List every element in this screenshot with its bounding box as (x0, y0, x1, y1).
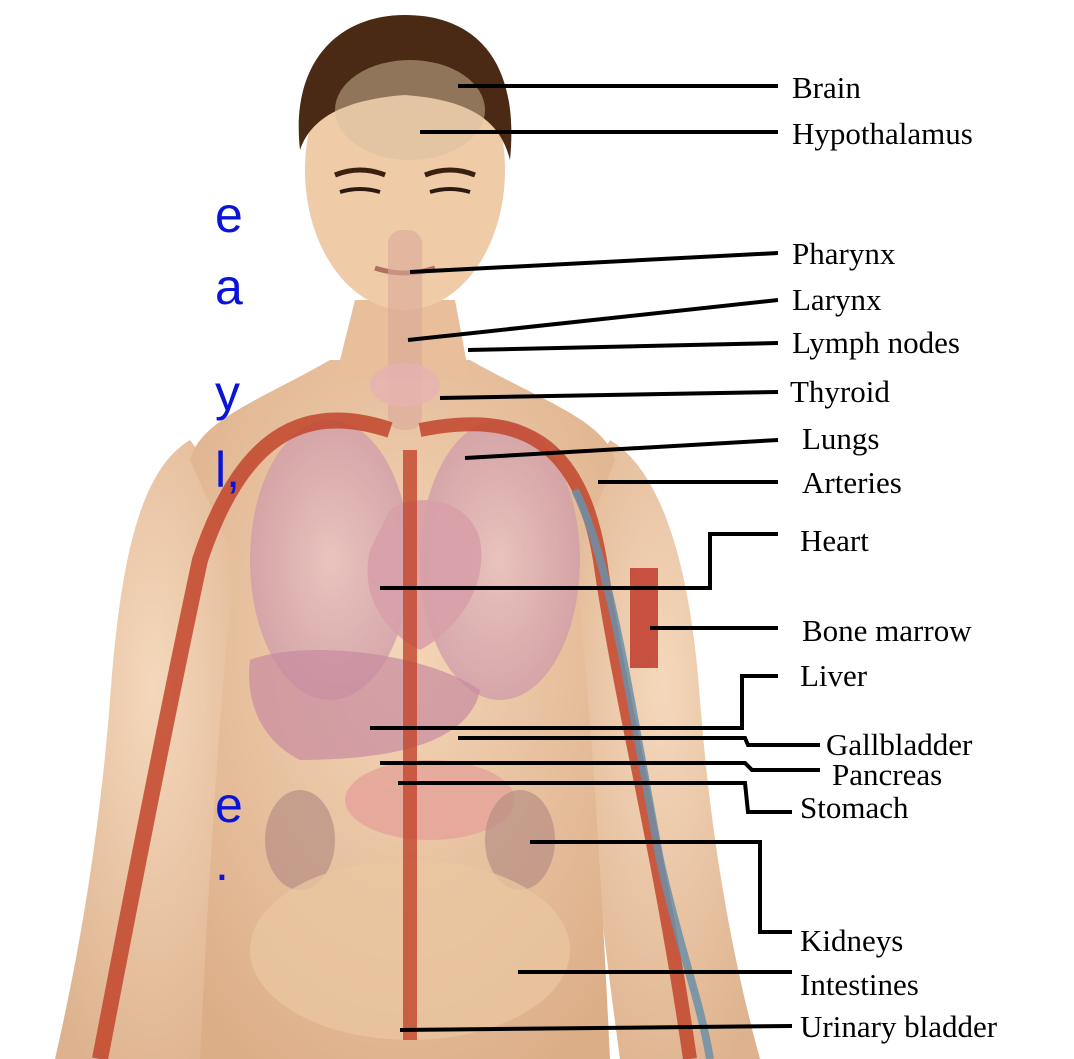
label-kidneys: Kidneys (800, 925, 903, 956)
side-text-fragment: l, (215, 445, 240, 495)
label-stomach: Stomach (800, 792, 909, 823)
label-bone-marrow: Bone marrow (802, 615, 972, 646)
label-thyroid: Thyroid (790, 376, 890, 407)
bone-marrow-shape (630, 568, 658, 668)
label-hypothalamus: Hypothalamus (792, 118, 973, 149)
label-arteries: Arteries (802, 467, 902, 498)
label-gallbladder: Gallbladder (826, 729, 972, 760)
label-larynx: Larynx (792, 284, 882, 315)
thyroid-shape (370, 363, 440, 407)
side-text-fragment: e (215, 780, 243, 830)
brain-overlay (335, 60, 485, 160)
label-brain: Brain (792, 72, 861, 103)
side-text-fragment: y (215, 368, 240, 418)
leader-lymph-nodes (468, 343, 778, 350)
side-text-fragment: a (215, 262, 243, 312)
label-liver: Liver (800, 660, 867, 691)
label-urinary-bladder: Urinary bladder (800, 1011, 997, 1042)
label-lungs: Lungs (802, 423, 880, 454)
side-text-fragment: e (215, 190, 243, 240)
label-heart: Heart (800, 525, 869, 556)
label-pancreas: Pancreas (832, 759, 942, 790)
body-illustration (55, 15, 760, 1059)
leader-larynx (408, 300, 778, 340)
label-lymph-nodes: Lymph nodes (792, 327, 960, 358)
side-text-fragment: . (215, 838, 229, 888)
label-pharynx: Pharynx (792, 238, 895, 269)
label-intestines: Intestines (800, 969, 919, 1000)
